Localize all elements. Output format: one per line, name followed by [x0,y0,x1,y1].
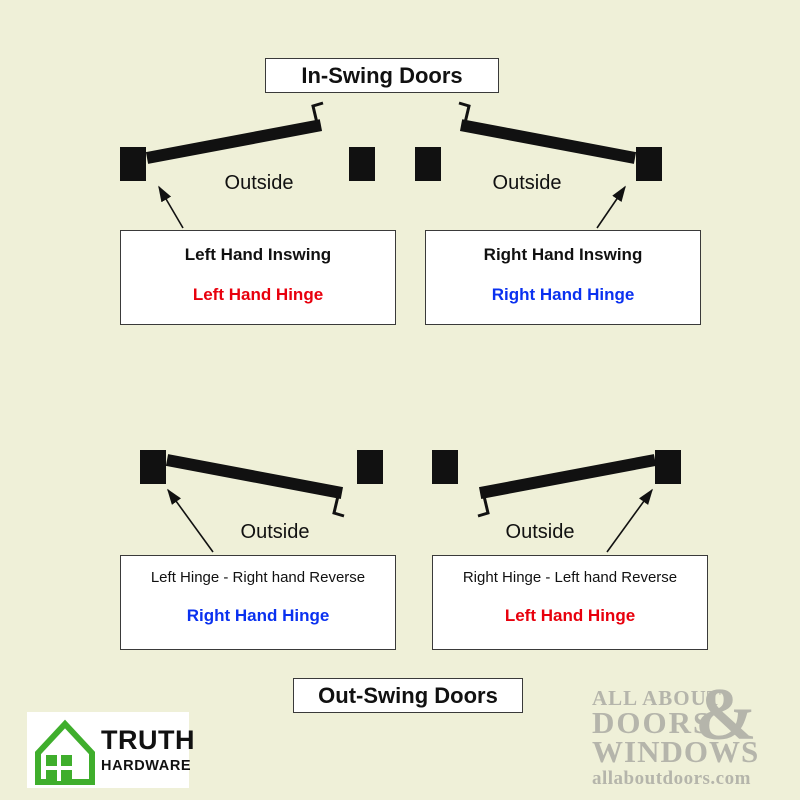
hinge-type: Left Hand Hinge [504,606,636,625]
outswing-right-latch-hook-icon [477,495,490,518]
watermark-line2: DOORS [592,705,713,740]
allaboutdoors-watermark: ALL ABOUT DOORS WINDOWS allaboutdoors.co… [592,678,787,789]
info-box-outswing-left: Left Hinge - Right hand Reverse Right Ha… [120,555,396,650]
outside-label-inswing-right: Outside [492,172,562,194]
inswing-right-pointer-arrow [596,185,626,229]
handing-name: Left Hand Inswing [184,245,332,264]
outswing-right-pointer-arrow [606,488,653,553]
outside-label-inswing-left: Outside [224,172,294,194]
watermark-ampersand: & [695,674,757,756]
inswing-center-jamb-left-icon [349,147,375,181]
info-box-inswing-left: Left Hand Inswing Left Hand Hinge [120,230,396,325]
outswing-title-box: Out-Swing Doors [293,678,523,713]
inswing-title-label: In-Swing Doors [301,62,463,88]
hinge-type: Right Hand Hinge [491,285,635,304]
outswing-center-jamb-right-icon [432,450,458,484]
hinge-type: Left Hand Hinge [192,285,324,304]
handing-name: Right Hand Inswing [483,245,643,264]
watermark-url: allaboutdoors.com [592,768,751,789]
inswing-center-jamb-right-icon [415,147,441,181]
truth-brand-sub: HARDWARE [101,758,192,774]
outswing-left-door-icon [165,454,344,499]
truth-house-icon [35,719,95,785]
inswing-left-latch-hook-icon [311,101,324,124]
info-box-outswing-right: Right Hinge - Left hand Reverse Left Han… [432,555,708,650]
outswing-right-hinge-jamb-icon [655,450,681,484]
outswing-title-label: Out-Swing Doors [318,682,498,708]
truth-hardware-logo: TRUTH HARDWARE [27,712,194,788]
inswing-right-hinge-jamb-icon [636,147,662,181]
inswing-left-hinge-jamb-icon [120,147,146,181]
info-box-inswing-right: Right Hand Inswing Right Hand Hinge [425,230,701,325]
inswing-right-door-icon [459,119,637,164]
watermark-line3: WINDOWS [592,734,760,769]
truth-brand-name: TRUTH [101,725,195,755]
outswing-left-pointer-arrow [167,488,214,553]
outswing-right-door-icon [478,454,657,499]
inswing-title-box: In-Swing Doors [265,58,499,93]
outside-label-outswing-left: Outside [240,521,310,543]
inswing-right-latch-hook-icon [458,101,471,124]
handing-name: Left Hinge - Right hand Reverse [150,569,366,586]
hinge-type: Right Hand Hinge [186,606,330,625]
outswing-left-hinge-jamb-icon [140,450,166,484]
outside-label-outswing-right: Outside [505,521,575,543]
outswing-left-latch-hook-icon [332,495,345,518]
watermark-line1: ALL ABOUT [592,686,722,710]
outswing-center-jamb-left-icon [357,450,383,484]
inswing-left-door-icon [145,119,323,164]
inswing-left-pointer-arrow [158,185,184,229]
handing-name: Right Hinge - Left hand Reverse [462,569,678,586]
